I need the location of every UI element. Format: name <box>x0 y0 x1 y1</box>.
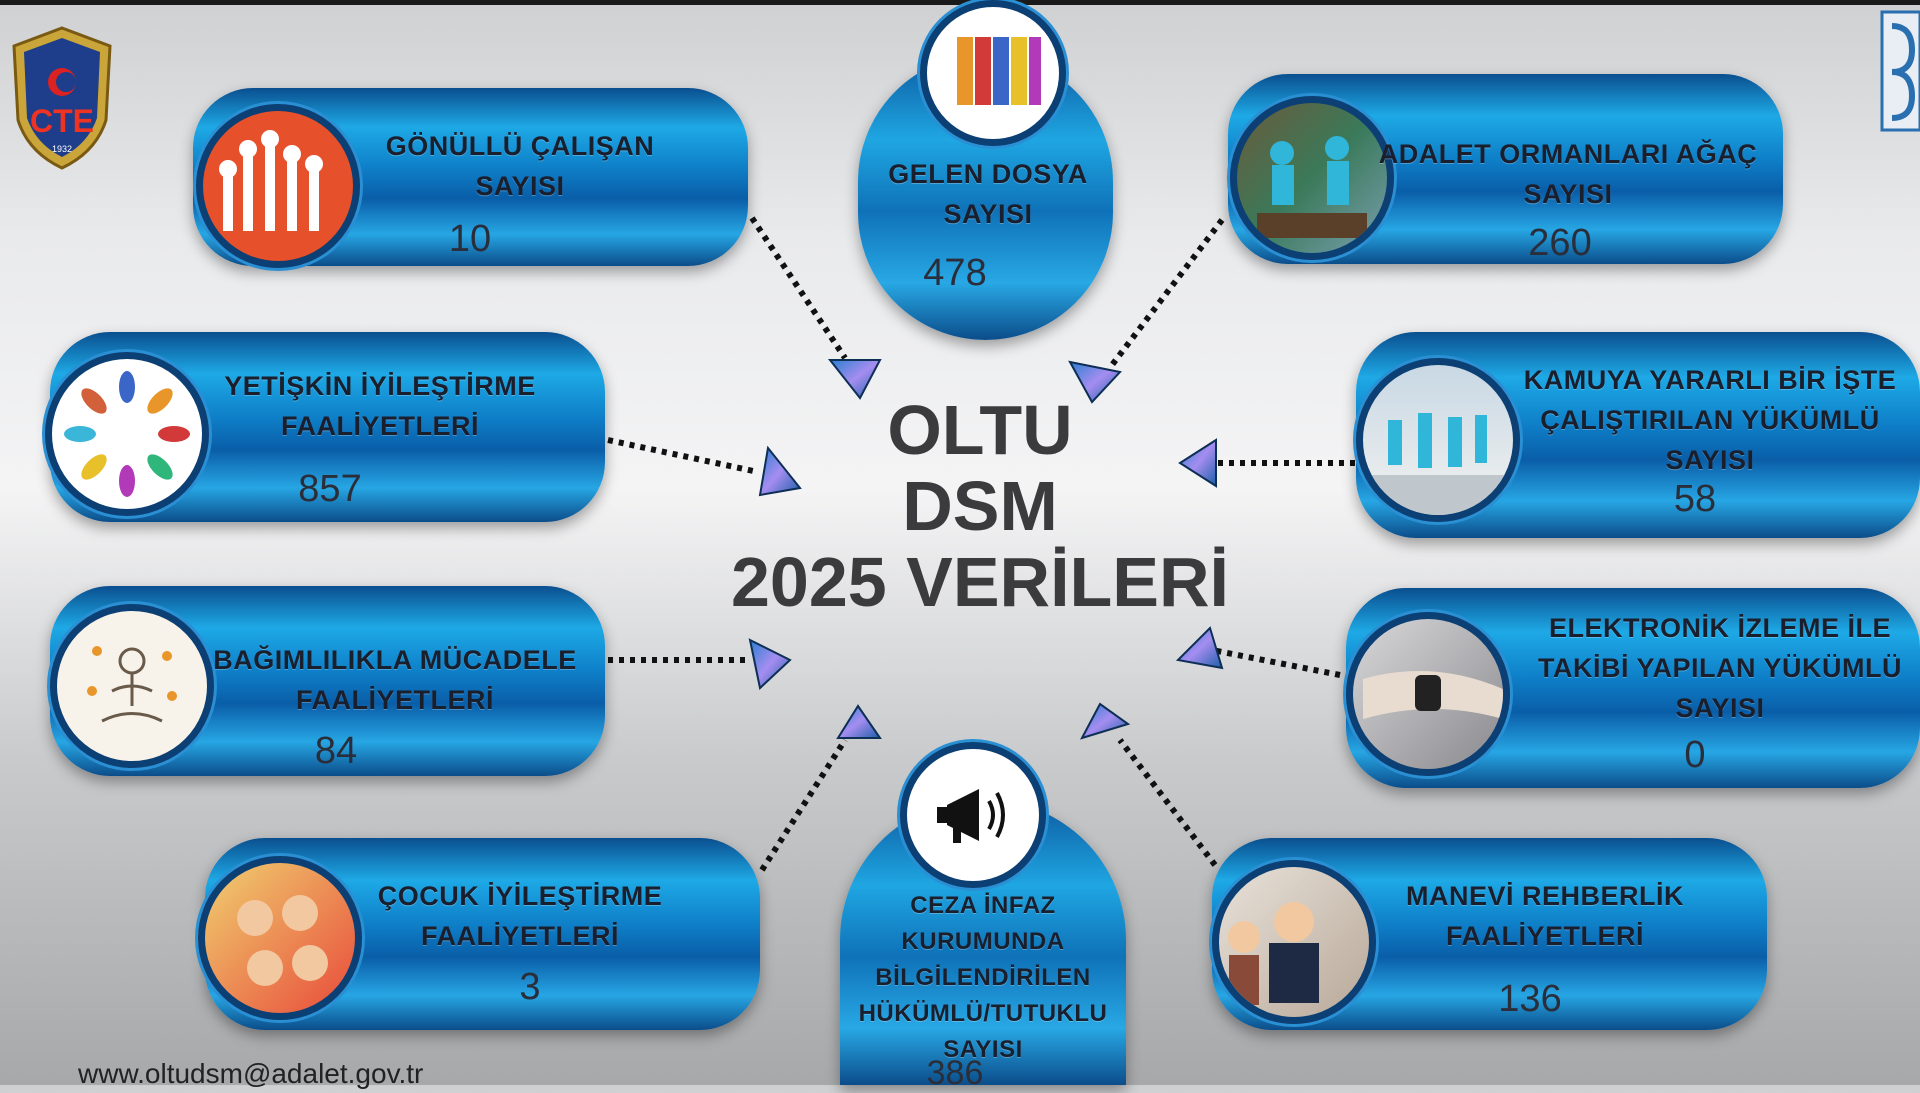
arrow-line-spiritual <box>1117 738 1218 867</box>
pill-files-value: 478 <box>923 252 987 294</box>
cte-logo: CTE 1932 <box>6 24 118 172</box>
logo-year: 1932 <box>52 144 72 154</box>
center-title-line3: 2025 VERİLERİ <box>731 543 1229 621</box>
pill-prison-value: 386 <box>926 1054 984 1092</box>
planting-icon <box>1230 96 1394 260</box>
title-line: FAALİYETLERİ <box>1445 921 1644 951</box>
top-border <box>0 0 1920 5</box>
title-line: KURUMUNDA <box>901 928 1065 955</box>
children-icon <box>198 856 362 1020</box>
title-line: YETİŞKİN İYİLEŞTİRME <box>224 371 536 401</box>
card-child-title: ÇOCUK İYİLEŞTİRME FAALİYETLERİ <box>350 876 690 956</box>
arrowhead-8 <box>1079 702 1131 740</box>
hands-circle-icon <box>45 352 209 516</box>
card-volunteers-value: 10 <box>448 218 492 260</box>
title-line: ÇOCUK İYİLEŞTİRME <box>377 881 663 911</box>
title-line: CEZA İNFAZ <box>910 892 1056 919</box>
arrowhead-2 <box>1068 360 1122 404</box>
title-line: SAYISI <box>475 171 565 201</box>
title-line: BİLGİLENDİRİLEN <box>875 964 1091 991</box>
card-adult-value: 857 <box>298 468 362 510</box>
card-volunteers-title: GÖNÜLLÜ ÇALIŞAN SAYISI <box>340 126 700 206</box>
footer-email: www.oltudsm@adalet.gov.tr <box>78 1058 424 1089</box>
title-line: HÜKÜMLÜ/TUTUKLU <box>858 1000 1108 1027</box>
card-spiritual-value: 136 <box>1498 978 1562 1020</box>
title-line: GÖNÜLLÜ ÇALIŞAN <box>385 131 655 161</box>
card-forests-title: ADALET ORMANLARI AĞAÇ SAYISI <box>1368 134 1768 214</box>
arrow-line-forests <box>1109 218 1225 367</box>
card-child-value: 3 <box>519 966 541 1008</box>
title-line: SAYISI <box>1665 445 1755 475</box>
megaphone-icon <box>900 742 1046 888</box>
center-title-line1: OLTU <box>887 391 1073 469</box>
card-forests-value: 260 <box>1528 222 1592 264</box>
title-line: FAALİYETLERİ <box>280 411 479 441</box>
center-title: OLTU DSM 2025 VERİLERİ <box>700 392 1260 620</box>
logo-text: CTE <box>30 103 94 139</box>
title-line: TAKİBİ YAPILAN YÜKÜMLÜ <box>1537 653 1903 683</box>
arrowhead-5 <box>748 638 792 690</box>
arrow-line-electronic <box>1211 647 1341 678</box>
title-line: SAYISI <box>1675 693 1765 723</box>
title-line: ELEKTRONİK İZLEME İLE <box>1548 613 1891 643</box>
arrow-line-volunteers <box>749 216 848 360</box>
title-line: KAMUYA YARARLI BİR İŞTE <box>1523 365 1897 395</box>
arrowhead-1 <box>827 359 882 400</box>
hands-icon <box>196 104 360 268</box>
title-line: SAYISI <box>943 1036 1023 1063</box>
card-community-title: KAMUYA YARARLI BİR İŞTE ÇALIŞTIRILAN YÜK… <box>1500 360 1920 480</box>
pill-prison-title: CEZA İNFAZ KURUMUNDA BİLGİLENDİRİLEN HÜK… <box>842 888 1124 1068</box>
right-logo-fragment <box>1878 6 1920 136</box>
card-adult-title: YETİŞKİN İYİLEŞTİRME FAALİYETLERİ <box>190 366 570 446</box>
title-line: BAĞIMLILIKLA MÜCADELE <box>213 645 577 675</box>
card-community-value: 58 <box>1673 478 1717 520</box>
card-electronic-value: 0 <box>1684 734 1706 776</box>
card-addiction-title: BAĞIMLILIKLA MÜCADELE FAALİYETLERİ <box>200 640 590 720</box>
title-line: SAYISI <box>943 199 1033 229</box>
arrowhead-3 <box>758 445 802 497</box>
counseling-icon <box>1212 860 1376 1024</box>
card-electronic-title: ELEKTRONİK İZLEME İLE TAKİBİ YAPILAN YÜK… <box>1520 608 1920 728</box>
center-title-line2: DSM <box>902 467 1058 545</box>
arrowhead-7 <box>836 704 882 739</box>
arrow-line-adult <box>607 437 759 475</box>
title-line: FAALİYETLERİ <box>295 685 494 715</box>
title-line: FAALİYETLERİ <box>420 921 619 951</box>
binders-icon <box>920 0 1066 146</box>
card-spiritual-title: MANEVİ REHBERLİK FAALİYETLERİ <box>1375 876 1715 956</box>
title-line: SAYISI <box>1523 179 1613 209</box>
meditation-icon <box>50 604 214 768</box>
ankle-monitor-icon <box>1346 612 1510 776</box>
cleaning-icon <box>1356 358 1520 522</box>
card-addiction-value: 84 <box>314 730 358 772</box>
title-line: ADALET ORMANLARI AĞAÇ <box>1378 139 1758 169</box>
title-line: MANEVİ REHBERLİK <box>1405 881 1684 911</box>
arrowhead-4 <box>1178 438 1217 488</box>
arrow-line-child <box>759 738 848 872</box>
arrowhead-6 <box>1175 626 1224 670</box>
title-line: GELEN DOSYA <box>888 159 1088 189</box>
pill-files-title: GELEN DOSYA SAYISI <box>868 154 1108 234</box>
title-line: ÇALIŞTIRILAN YÜKÜMLÜ <box>1540 405 1880 435</box>
